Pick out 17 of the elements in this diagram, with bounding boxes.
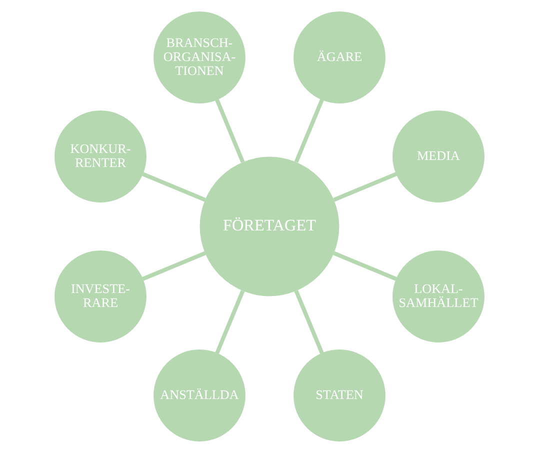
node-circle: INVESTE- RARE — [54, 250, 146, 342]
node-circle: BRANSCH- ORGANISA- TIONEN — [154, 12, 246, 104]
node-circle: KONKUR- RENTER — [54, 110, 146, 202]
node-circle: ÄGARE — [294, 12, 386, 104]
connector — [215, 98, 245, 163]
connector — [215, 290, 245, 354]
node-circle: MEDIA — [392, 110, 484, 202]
node-circle: STATEN — [294, 350, 386, 442]
node-circle: LOKAL- SAMHÄLLET — [392, 250, 484, 342]
connector — [333, 172, 398, 202]
connector — [294, 98, 324, 163]
node-circle: FÖRETAGET — [200, 156, 340, 296]
connector — [333, 251, 398, 281]
connector — [142, 172, 206, 202]
connector — [294, 290, 324, 354]
node-circle: ANSTÄLLDA — [154, 350, 246, 442]
connector — [142, 251, 206, 281]
